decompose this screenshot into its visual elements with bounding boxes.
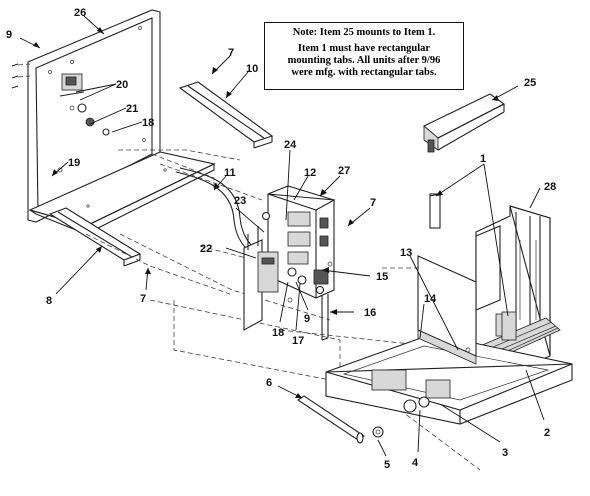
callout-7-bottom: 7 [140, 293, 146, 305]
note-line-4: were mfg. with rectangular tabs. [291, 67, 437, 78]
callout-18-left: 18 [142, 117, 154, 129]
relay-bracket-part [57, 73, 110, 173]
callout-3: 3 [502, 447, 508, 459]
callout-1: 1 [480, 153, 486, 165]
pipe-6-part [297, 395, 365, 444]
assembly-note: Note: Item 25 mounts to Item 1. Item 1 m… [264, 22, 464, 90]
callout-2: 2 [544, 427, 550, 439]
callout-7-top: 7 [228, 47, 234, 59]
tube-11-part [175, 167, 259, 255]
callout-21: 21 [126, 103, 138, 115]
rail-8-part [48, 207, 142, 267]
note-line-1: Note: Item 25 mounts to Item 1. [292, 27, 436, 38]
callout-14: 14 [424, 293, 437, 305]
washer-5-part [372, 426, 384, 438]
callout-12: 12 [304, 167, 316, 179]
callout-17: 17 [292, 335, 304, 347]
cover-25-part [423, 93, 506, 153]
callout-22: 22 [200, 243, 212, 255]
callout-18-mid: 18 [272, 327, 284, 339]
callout-16: 16 [364, 307, 376, 319]
callout-7-mid: 7 [370, 197, 376, 209]
callout-10: 10 [246, 63, 258, 75]
rod-16-part [321, 294, 329, 341]
mounting-plate-part [243, 211, 329, 331]
door-panel-part [417, 255, 477, 365]
callout-11: 11 [224, 167, 236, 179]
callout-24: 24 [284, 139, 297, 151]
leader-arrowheads [33, 27, 499, 398]
callout-26: 26 [74, 7, 86, 19]
bracket-1-part [429, 193, 517, 341]
callout-4: 4 [412, 457, 419, 469]
callout-20: 20 [116, 79, 128, 91]
callout-5: 5 [384, 459, 390, 471]
callout-labels: 9 26 7 10 20 21 18 19 8 7 11 24 12 27 7 … [6, 7, 556, 471]
note-line-3: mounting tabs. All units after 9/96 [287, 55, 441, 66]
callout-13: 13 [400, 247, 412, 259]
note-line-2: Item 1 must have rectangular [297, 43, 431, 54]
callout-9-mid: 9 [304, 313, 310, 325]
callout-23: 23 [234, 195, 246, 207]
callout-8: 8 [46, 295, 52, 307]
callout-15: 15 [376, 271, 388, 283]
callout-19: 19 [68, 157, 80, 169]
callout-9-top: 9 [6, 29, 12, 41]
base-tray-part [325, 333, 573, 425]
callout-27: 27 [338, 165, 350, 177]
callout-28: 28 [544, 181, 556, 193]
callout-6: 6 [266, 377, 272, 389]
callout-25: 25 [524, 77, 536, 89]
rail-10-part [178, 81, 274, 149]
